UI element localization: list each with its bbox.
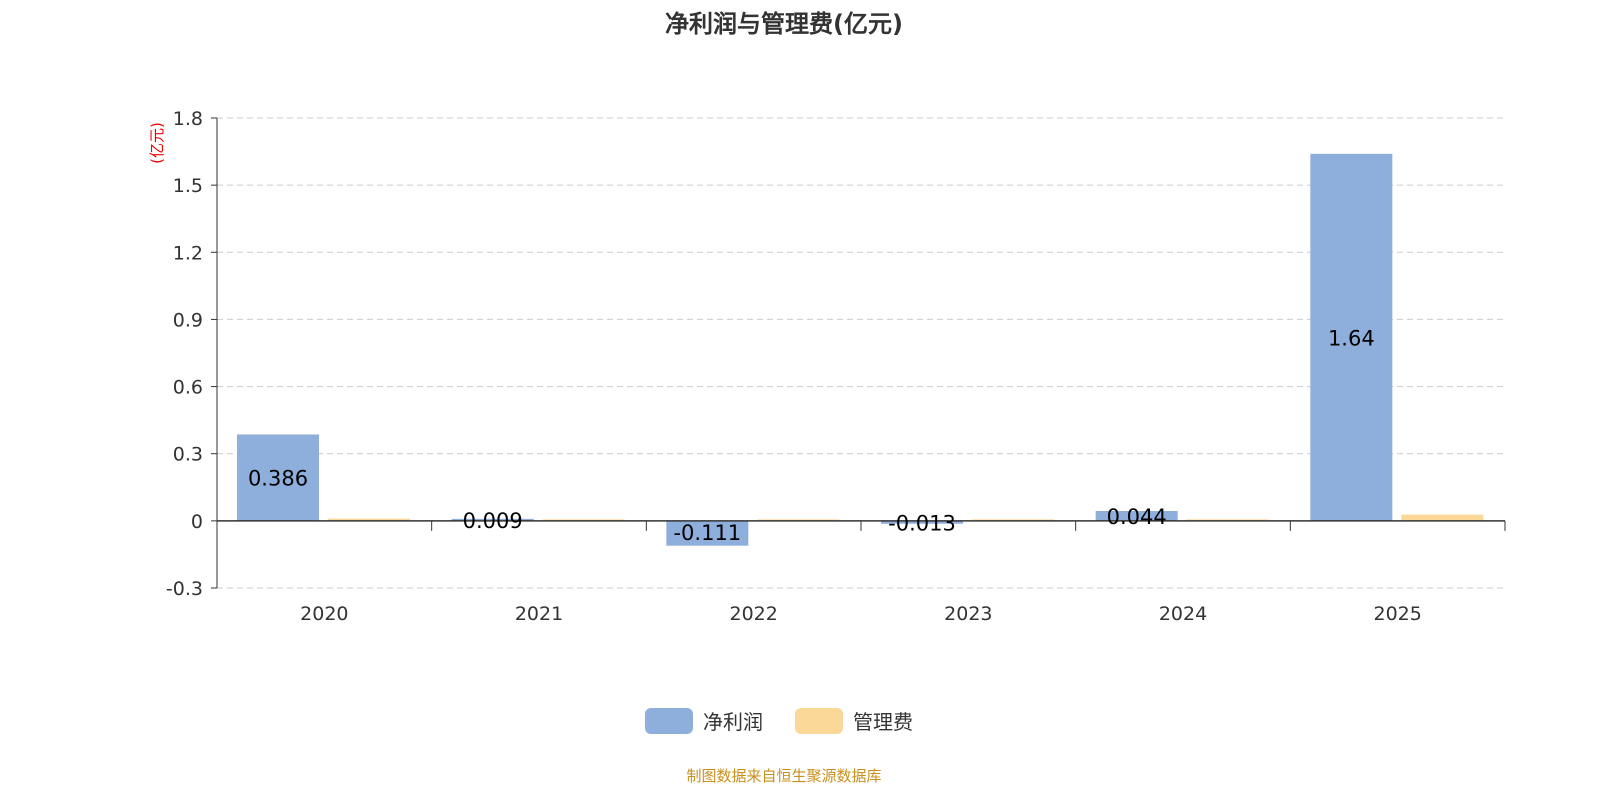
legend-label[interactable]: 管理费 — [853, 710, 913, 734]
data-label: 0.386 — [248, 467, 308, 491]
y-tick-label: 0.9 — [173, 309, 203, 331]
data-label: 0.009 — [463, 509, 523, 533]
y-tick-label: -0.3 — [166, 578, 203, 600]
x-tick-label: 2025 — [1373, 603, 1421, 625]
chart-title: 净利润与管理费(亿元) — [665, 10, 903, 38]
y-tick-label: 1.5 — [173, 175, 203, 197]
data-label: -0.013 — [888, 511, 956, 535]
bar-net-profit[interactable] — [881, 520, 963, 524]
legend-swatch[interactable] — [645, 708, 693, 734]
bar-net-profit[interactable] — [237, 434, 319, 521]
legend-swatch[interactable] — [795, 708, 843, 734]
source-note: 制图数据来自恒生聚源数据库 — [686, 767, 881, 785]
bar-admin-expense[interactable] — [1401, 514, 1484, 521]
y-tick-label: 1.8 — [173, 108, 203, 130]
y-tick-label: 0.6 — [173, 377, 203, 399]
y-axis-label: (亿元) — [148, 122, 166, 164]
bar-net-profit[interactable] — [666, 520, 749, 546]
data-label: 0.044 — [1107, 505, 1167, 529]
x-tick-label: 2021 — [515, 603, 563, 625]
bar-admin-expense[interactable] — [328, 518, 410, 521]
y-tick-label: 0.3 — [173, 444, 203, 466]
x-tick-label: 2023 — [944, 603, 992, 625]
legend-label[interactable]: 净利润 — [703, 710, 763, 734]
bar-net-profit[interactable] — [451, 518, 534, 521]
y-tick-label: 0 — [191, 511, 203, 533]
y-tick-label: 1.2 — [173, 242, 203, 264]
bar-net-profit[interactable] — [1095, 511, 1178, 521]
bar-net-profit[interactable] — [1310, 153, 1393, 521]
data-label: 1.64 — [1328, 326, 1375, 350]
x-tick-label: 2024 — [1159, 603, 1207, 625]
data-label: -0.111 — [673, 521, 741, 545]
x-tick-label: 2020 — [300, 603, 348, 625]
x-tick-label: 2022 — [729, 603, 777, 625]
